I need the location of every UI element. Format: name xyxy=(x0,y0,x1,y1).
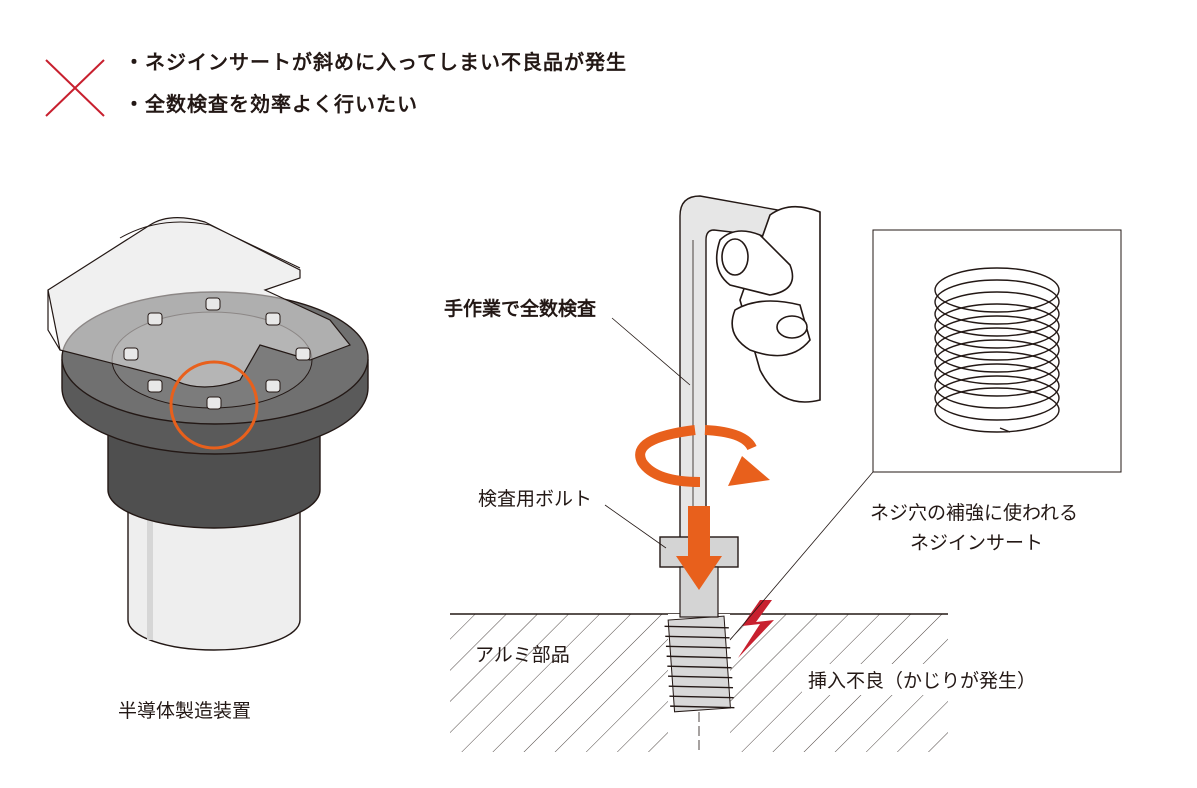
thread-insert-illustration xyxy=(664,615,735,713)
rotation-arrow-icon xyxy=(635,425,770,487)
lightning-icon xyxy=(738,600,774,658)
leader-lines xyxy=(604,317,874,641)
down-arrow-icon xyxy=(676,506,722,590)
aluminum-part-label: アルミ部品 xyxy=(475,644,570,666)
semiconductor-equipment-illustration xyxy=(47,217,369,651)
inspection-bolt-label: 検査用ボルト xyxy=(478,488,593,510)
issue-bullet-2: ・全数検査を効率よく行いたい xyxy=(124,92,418,116)
issue-bullet-1: ・ネジインサートが斜めに入ってしまい不良品が発生 xyxy=(124,50,627,74)
hand-illustration xyxy=(715,205,821,403)
insert-callout-box xyxy=(872,229,1122,473)
equipment-caption: 半導体製造装置 xyxy=(118,700,252,722)
x-mark-icon xyxy=(45,59,105,117)
insert-failure-label: 挿入不良（かじりが発生） xyxy=(802,664,1043,695)
manual-inspection-label: 手作業で全数検査 xyxy=(444,298,597,320)
insert-description-line1: ネジ穴の補強に使われる xyxy=(870,502,1079,524)
insert-description-line2: ネジインサート xyxy=(910,532,1044,554)
